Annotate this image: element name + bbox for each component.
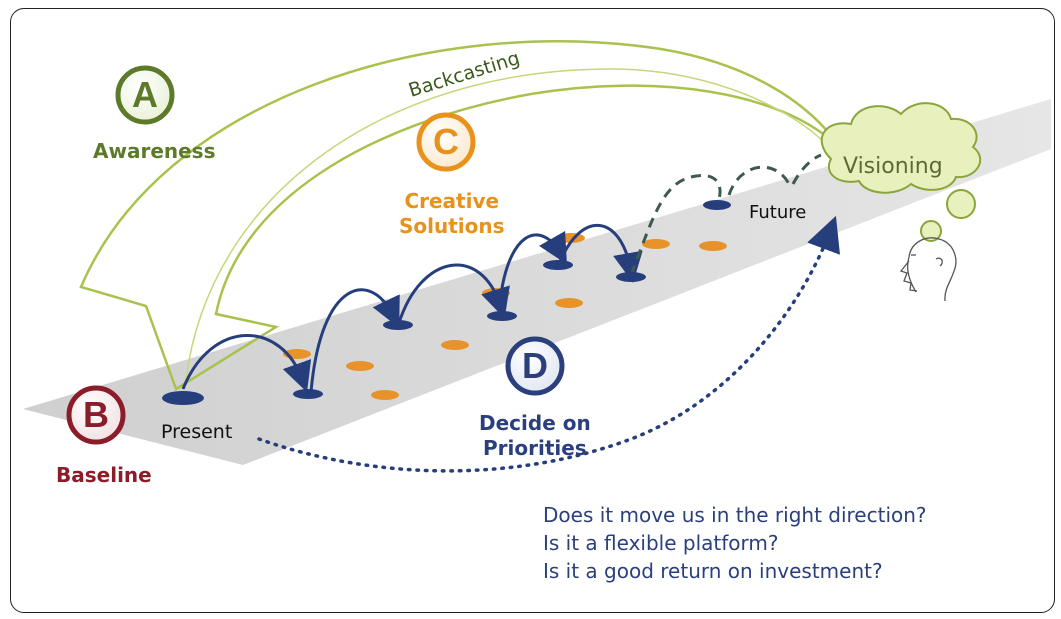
direct-dotted-path xyxy=(257,215,841,473)
option-dot xyxy=(699,241,727,251)
stage-c-letter: C xyxy=(433,121,459,162)
stage-b-badge: B xyxy=(66,385,126,445)
stage-a-letter: A xyxy=(132,74,158,115)
option-dot xyxy=(555,298,583,308)
stage-d-badge: D xyxy=(505,336,565,396)
stage-b-letter: B xyxy=(83,394,109,435)
backcasting-label: Backcasting xyxy=(406,47,522,102)
thought-bubble-small xyxy=(920,220,942,242)
arc-1 xyxy=(181,334,312,393)
thought-bubble-large xyxy=(946,189,976,219)
question-platform: Is it a flexible platform? xyxy=(543,531,779,555)
future-label: Future xyxy=(749,202,807,223)
baseline-label: Baseline xyxy=(56,463,152,487)
stage-a-circle xyxy=(115,65,175,125)
decide-line-1: Decide on xyxy=(479,411,591,435)
thinking-head-icon xyxy=(899,237,957,302)
vision-cloud xyxy=(820,102,981,242)
decision-steps xyxy=(162,200,731,405)
step-3 xyxy=(383,320,413,330)
diagram-canvas: A B C D Backcasting xyxy=(23,40,1051,473)
step-6 xyxy=(616,272,646,282)
step-present xyxy=(162,391,204,405)
evaluation-questions: Does it move us in the right direction? … xyxy=(543,501,927,585)
stage-c-circle xyxy=(416,112,476,172)
backcasting-arrow-inner xyxy=(185,68,827,380)
stage-b-circle xyxy=(66,385,126,445)
visioning-label: Visioning xyxy=(843,154,943,179)
creative-solutions-label: Creative Solutions xyxy=(399,189,505,239)
step-4 xyxy=(487,311,517,321)
arc-5 xyxy=(557,223,643,283)
question-direction: Does it move us in the right direction? xyxy=(543,503,927,527)
decide-priorities-label: Decide on Priorities xyxy=(479,411,591,461)
creative-line-2: Solutions xyxy=(399,214,505,238)
present-label: Present xyxy=(161,421,233,443)
diagram-frame: A B C D Backcasting Awareness Creative S… xyxy=(10,8,1055,613)
decide-line-2: Priorities xyxy=(482,436,587,460)
option-dot xyxy=(642,239,670,249)
stage-d-circle xyxy=(505,336,565,396)
question-roi: Is it a good return on investment? xyxy=(543,559,883,583)
arc-2 xyxy=(309,288,400,393)
step-5 xyxy=(543,260,573,270)
road-path xyxy=(23,99,1051,465)
option-dot xyxy=(346,361,374,371)
stage-d-letter: D xyxy=(522,345,548,386)
cloud-shape xyxy=(820,102,981,194)
step-2 xyxy=(293,389,323,399)
future-dashed-path xyxy=(629,174,722,276)
creative-line-1: Creative xyxy=(404,189,500,213)
option-dot xyxy=(371,390,399,400)
option-dot xyxy=(441,340,469,350)
stage-c-badge: C xyxy=(416,112,476,172)
arc-4 xyxy=(497,230,567,312)
decision-arcs xyxy=(181,223,643,393)
arc-3 xyxy=(397,263,510,324)
stage-a-badge: A xyxy=(115,65,175,125)
awareness-label: Awareness xyxy=(93,139,216,163)
step-future xyxy=(703,200,731,210)
vision-dashed-path-2 xyxy=(791,153,822,185)
vision-dashed-path-1 xyxy=(727,165,793,196)
